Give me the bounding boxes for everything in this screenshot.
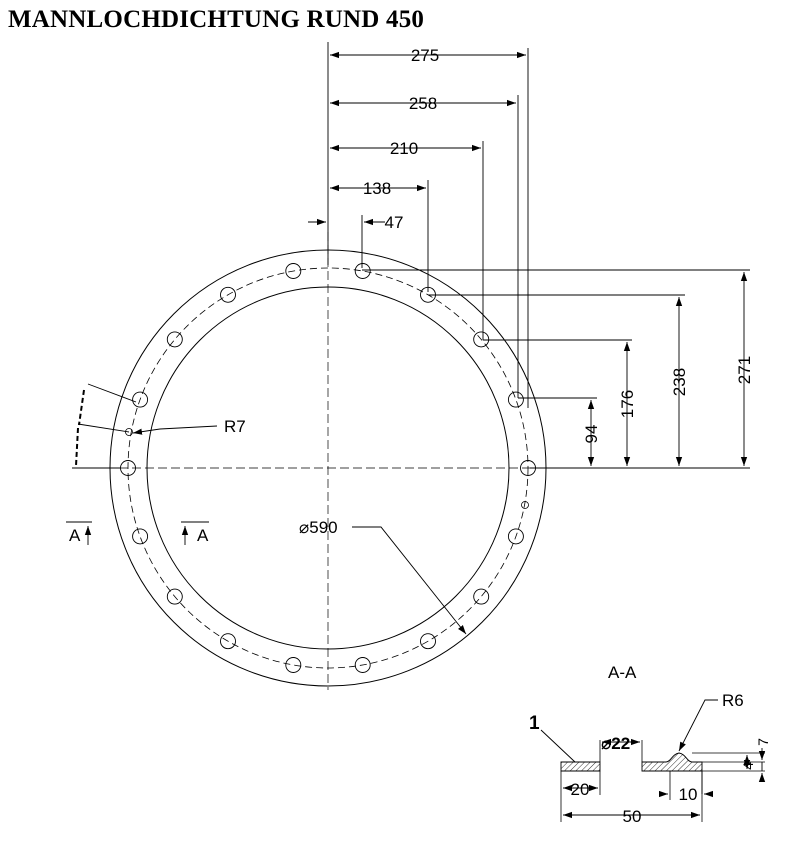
dim-thickness-7: 7 — [755, 738, 771, 746]
bolt-hole — [473, 331, 490, 348]
bolt-hole — [220, 286, 236, 303]
small-hole-right — [521, 501, 529, 509]
section-radius-r6-label: R6 — [722, 691, 744, 710]
item-number: 1 — [529, 713, 540, 734]
bolt-hole — [285, 263, 302, 279]
dim-238: 238 — [670, 368, 689, 396]
dim-47: 47 — [385, 213, 404, 232]
item-leader — [540, 729, 576, 763]
bolt-hole — [166, 331, 183, 348]
section-marker-left: A — [66, 521, 92, 545]
section-label-left: A — [69, 526, 81, 545]
dim-275: 275 — [411, 46, 439, 65]
dim-258: 258 — [409, 94, 437, 113]
diameter-590-label: ⌀590 — [299, 518, 338, 537]
bolt-hole — [132, 391, 149, 408]
section-marker-right: A — [181, 521, 209, 545]
bolt-hole — [220, 633, 236, 650]
bolt-hole — [132, 528, 149, 545]
dim-94: 94 — [582, 425, 601, 444]
diameter-590-callout: ⌀590 — [299, 518, 467, 635]
dim-width-50: 50 — [623, 807, 642, 826]
angular-dimensions — [72, 383, 137, 469]
vertical-dimension-labels: 94 176 238 271 — [582, 356, 754, 444]
dim-271: 271 — [735, 356, 754, 384]
dim-thickness-4: 4 — [740, 762, 756, 770]
section-label-right: A — [197, 526, 209, 545]
bolt-hole — [354, 657, 371, 673]
bolt-holes — [120, 263, 536, 673]
bolt-hole — [285, 657, 302, 673]
dim-width-20: 20 — [571, 780, 590, 799]
drawing-title: MANNLOCHDICHTUNG RUND 450 — [8, 6, 425, 33]
horizontal-dimension-labels: 275 258 210 138 47 — [363, 46, 439, 232]
horizontal-dimensions — [308, 42, 529, 408]
bolt-hole — [473, 588, 490, 605]
section-view: A-A 1 — [529, 663, 771, 826]
section-title: A-A — [608, 663, 637, 682]
radius-r7-callout: R7 — [132, 417, 246, 436]
section-hole-diameter-label: ⌀22 — [601, 734, 630, 753]
small-hole-left — [125, 428, 133, 436]
dim-176: 176 — [618, 390, 637, 418]
radius-r7-label: R7 — [224, 417, 246, 436]
bolt-hole — [120, 460, 136, 476]
bolt-hole — [507, 528, 524, 545]
section-profile — [560, 752, 703, 772]
bolt-hole — [354, 263, 371, 279]
r6-leader — [678, 699, 718, 752]
vertical-dimensions — [362, 269, 750, 469]
bolt-hole — [420, 633, 436, 650]
bolt-hole — [166, 588, 183, 605]
dim-width-10: 10 — [679, 785, 698, 804]
dim-138: 138 — [363, 179, 391, 198]
bolt-hole — [507, 391, 524, 408]
dim-210: 210 — [390, 139, 418, 158]
gasket-top-view — [80, 232, 548, 690]
